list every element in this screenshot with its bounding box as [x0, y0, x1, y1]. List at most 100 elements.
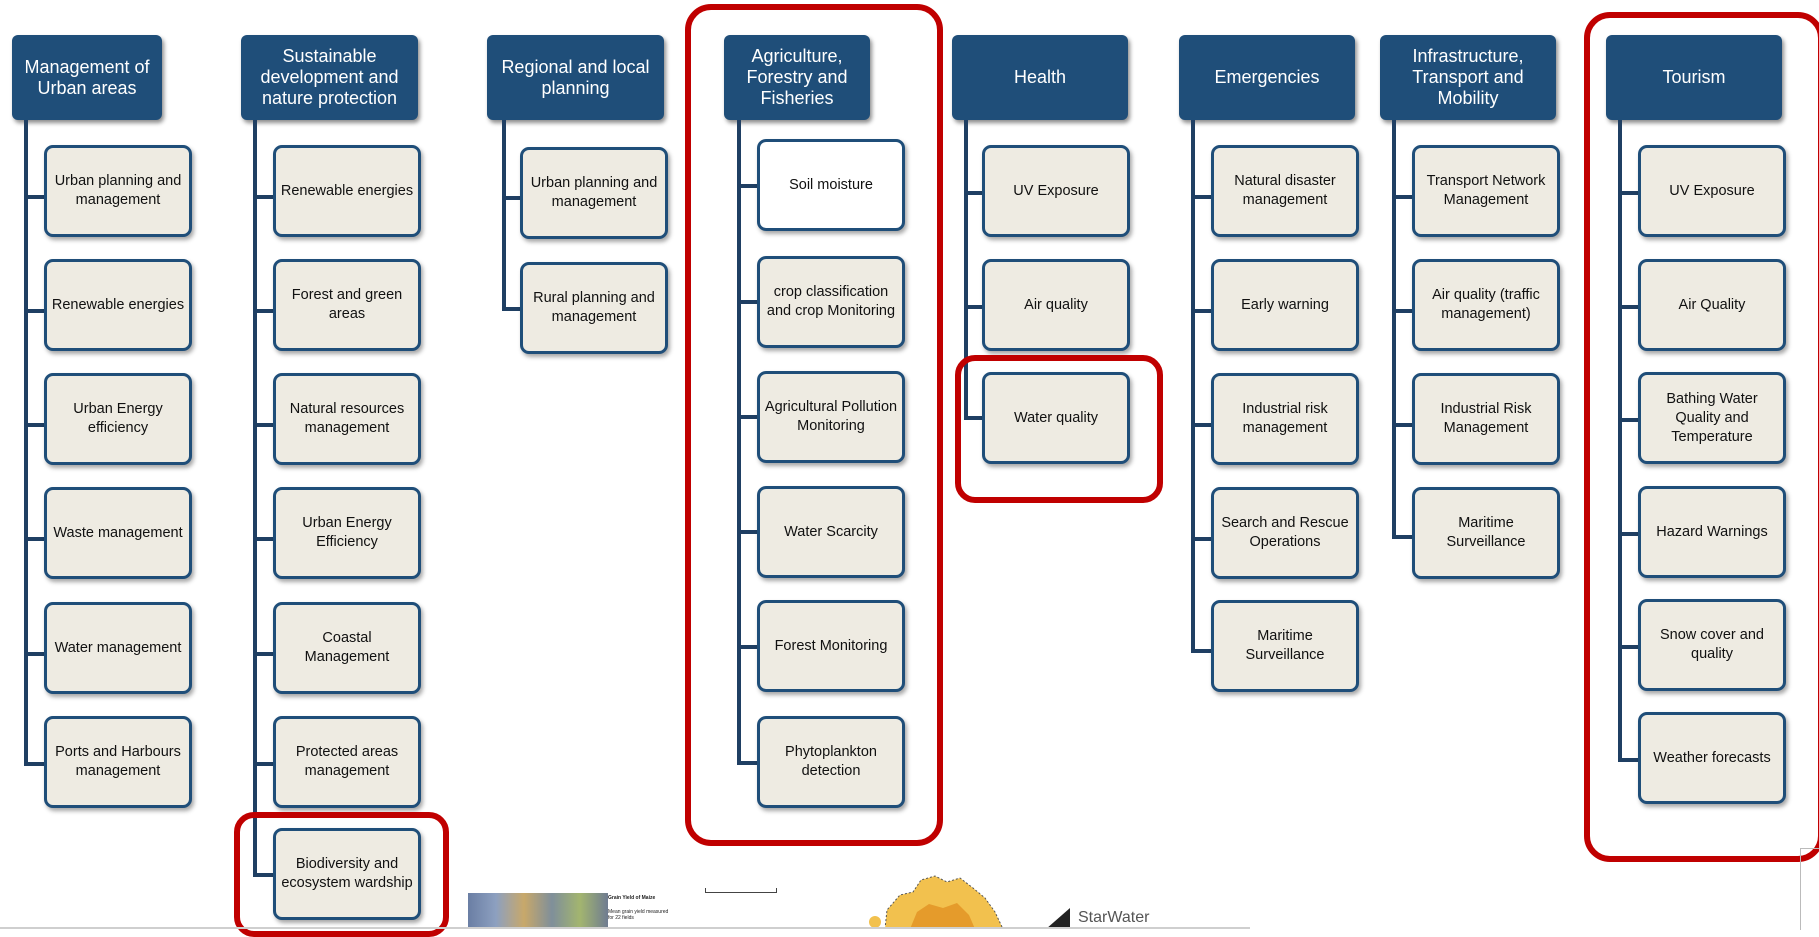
column-header-tourism: Tourism [1606, 35, 1782, 120]
tree-connector [737, 300, 759, 304]
tree-connector [1191, 649, 1213, 653]
column-header-infrastructure: Infrastructure, Transport and Mobility [1380, 35, 1556, 120]
tree-connector [502, 120, 506, 311]
column-header-agriculture: Agriculture, Forestry and Fisheries [724, 35, 870, 120]
tree-connector [24, 762, 46, 766]
service-item: Urban Energy Efficiency [273, 487, 421, 579]
service-item: Search and Rescue Operations [1211, 487, 1359, 579]
starwater-logo-icon [1046, 908, 1070, 929]
service-item: Urban planning and management [44, 145, 192, 237]
service-item: Natural disaster management [1211, 145, 1359, 237]
tree-connector [964, 120, 968, 420]
service-item: Natural resources management [273, 373, 421, 465]
service-item: Water Scarcity [757, 486, 905, 578]
service-item: Industrial Risk Management [1412, 373, 1560, 465]
tree-connector [24, 652, 46, 656]
tree-connector [737, 761, 759, 765]
tree-connector [964, 191, 984, 195]
tree-connector [1191, 195, 1213, 199]
tree-connector [253, 652, 275, 656]
service-item: Rural planning and management [520, 262, 668, 354]
tree-connector [1191, 120, 1195, 653]
service-item: UV Exposure [982, 145, 1130, 237]
thumbnail-caption: Grain Yield of Maize Mean grain yield me… [608, 893, 673, 929]
tree-connector [1392, 120, 1396, 539]
service-item: Phytoplankton detection [757, 716, 905, 808]
yield-map-thumbnail [468, 893, 608, 929]
bottom-divider [0, 927, 1250, 929]
service-item: Renewable energies [44, 259, 192, 351]
tree-connector [1191, 309, 1213, 313]
tree-connector [1618, 418, 1640, 422]
thumbnail-text: Mean grain yield measured for 22 fields [608, 909, 669, 921]
service-item: Protected areas management [273, 716, 421, 808]
service-item: Industrial risk management [1211, 373, 1359, 465]
scale-bar [705, 888, 777, 893]
column-header-urban-areas: Management of Urban areas [12, 35, 162, 120]
service-item: Forest Monitoring [757, 600, 905, 692]
tree-connector [24, 309, 46, 313]
service-item: Air Quality [1638, 259, 1786, 351]
tree-connector [1392, 195, 1414, 199]
tree-connector [1392, 423, 1414, 427]
service-item: Forest and green areas [273, 259, 421, 351]
service-item: Air quality (traffic management) [1412, 259, 1560, 351]
column-header-sustainable-development: Sustainable development and nature prote… [241, 35, 418, 120]
tree-connector [1618, 645, 1640, 649]
tree-connector [1618, 191, 1640, 195]
thumbnail-title: Grain Yield of Maize [608, 895, 656, 901]
map-thumbnail [865, 870, 1035, 930]
tree-connector [253, 537, 275, 541]
tree-connector [1392, 535, 1414, 539]
service-item: Urban planning and management [520, 147, 668, 239]
tree-connector [1191, 537, 1213, 541]
tree-connector [1618, 532, 1640, 536]
tree-connector [1392, 309, 1414, 313]
tree-connector [253, 309, 275, 313]
service-item: crop classification and crop Monitoring [757, 256, 905, 348]
tree-connector [253, 762, 275, 766]
service-item: Weather forecasts [1638, 712, 1786, 804]
service-item: Coastal Management [273, 602, 421, 694]
tree-connector [253, 873, 275, 877]
service-item: Biodiversity and ecosystem wardship [273, 828, 421, 920]
service-item: Air quality [982, 259, 1130, 351]
tree-connector [964, 305, 984, 309]
tree-connector [24, 120, 28, 764]
tree-connector [253, 423, 275, 427]
service-item: Agricultural Pollution Monitoring [757, 371, 905, 463]
starwater-logo-text: StarWater [1078, 909, 1150, 926]
tree-connector [502, 307, 522, 311]
service-item: Transport Network Management [1412, 145, 1560, 237]
service-item: Renewable energies [273, 145, 421, 237]
service-item: Ports and Harbours management [44, 716, 192, 808]
service-item: Waste management [44, 487, 192, 579]
tree-connector [737, 415, 759, 419]
tree-connector [737, 645, 759, 649]
service-item: Early warning [1211, 259, 1359, 351]
service-item: Water management [44, 602, 192, 694]
tree-connector [737, 530, 759, 534]
tree-connector [253, 195, 275, 199]
service-item: Urban Energy efficiency [44, 373, 192, 465]
tree-connector [1618, 758, 1640, 762]
service-item: Maritime Surveillance [1211, 600, 1359, 692]
tree-connector [24, 537, 46, 541]
tree-connector [502, 196, 522, 200]
tree-connector [1618, 120, 1622, 762]
tree-connector [24, 195, 46, 199]
column-header-regional-planning: Regional and local planning [487, 35, 664, 120]
service-item: Water quality [982, 372, 1130, 464]
tree-connector [737, 120, 741, 765]
tree-connector [253, 120, 257, 875]
service-item: Soil moisture [757, 139, 905, 231]
column-header-health: Health [952, 35, 1128, 120]
service-item: Maritime Surveillance [1412, 487, 1560, 579]
service-item: Hazard Warnings [1638, 486, 1786, 578]
tree-connector [964, 416, 984, 420]
service-item: Snow cover and quality [1638, 599, 1786, 691]
service-item: Bathing Water Quality and Temperature [1638, 372, 1786, 464]
column-header-emergencies: Emergencies [1179, 35, 1355, 120]
tree-connector [737, 184, 759, 188]
tree-connector [24, 423, 46, 427]
